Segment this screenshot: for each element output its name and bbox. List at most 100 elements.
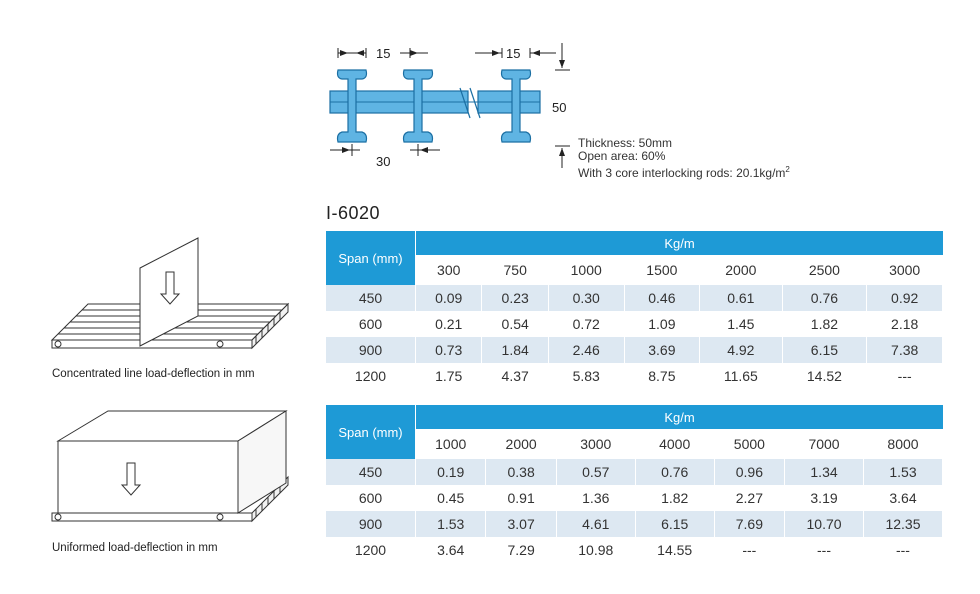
deflection-cell: 6.15 (635, 511, 715, 537)
deflection-cell: 4.37 (482, 363, 549, 389)
spec-rods: With 3 core interlocking rods: 20.1kg/m2 (578, 163, 790, 180)
deflection-cell: --- (714, 537, 786, 563)
deflection-cell: 0.72 (548, 311, 625, 337)
table-row: 600 0.45 0.91 1.36 1.82 2.27 3.19 3.64 (326, 485, 943, 511)
deflection-cell: 7.38 (867, 337, 943, 363)
deflection-cell: 12.35 (863, 511, 943, 537)
table-row: 900 0.73 1.84 2.46 3.69 4.92 6.15 7.38 (326, 337, 943, 363)
table-row: 1200 1.75 4.37 5.83 8.75 11.65 14.52 --- (326, 363, 943, 389)
load-column-header: 300 (416, 255, 483, 285)
dim-height-label: 50 (552, 100, 566, 115)
deflection-cell: 7.29 (486, 537, 557, 563)
deflection-cell: 3.64 (863, 485, 943, 511)
deflection-cell: 7.69 (714, 511, 786, 537)
deflection-cell: 14.55 (635, 537, 715, 563)
deflection-cell: 0.76 (635, 459, 715, 485)
spec-rods-sup: 2 (785, 165, 790, 174)
dim-top-left-label: 15 (376, 46, 390, 61)
deflection-cell: 0.21 (416, 311, 483, 337)
deflection-cell: 0.76 (782, 285, 868, 311)
span-header: Span (mm) (326, 231, 416, 285)
deflection-cell: 0.92 (867, 285, 943, 311)
load-column-header: 1500 (624, 255, 701, 285)
span-cell: 600 (326, 485, 416, 511)
span-header: Span (mm) (326, 405, 416, 459)
deflection-cell: 1.82 (782, 311, 868, 337)
deflection-cell: 4.61 (556, 511, 636, 537)
deflection-cell: 6.15 (782, 337, 868, 363)
deflection-cell: 1.84 (482, 337, 549, 363)
deflection-cell: 0.61 (700, 285, 783, 311)
load-column-header: 1000 (416, 429, 487, 459)
deflection-cell: 1.09 (624, 311, 701, 337)
span-cell: 600 (326, 311, 416, 337)
load-column-header: 1000 (548, 255, 625, 285)
load-column-header: 2500 (782, 255, 868, 285)
deflection-cell: 0.19 (416, 459, 487, 485)
deflection-cell: 0.23 (482, 285, 549, 311)
uniform-load-table: Span (mm) Kg/m 1000 2000 3000 4000 5000 … (326, 405, 943, 563)
deflection-cell: 1.34 (785, 459, 864, 485)
deflection-cell: 1.82 (635, 485, 715, 511)
spec-list: Thickness: 50mm Open area: 60% With 3 co… (578, 137, 790, 180)
deflection-cell: 1.45 (700, 311, 783, 337)
uniform-load-illustration (51, 410, 289, 523)
load-column-header: 5000 (714, 429, 786, 459)
span-cell: 450 (326, 285, 416, 311)
load-column-header: 2000 (700, 255, 783, 285)
dim-pitch-label: 30 (376, 154, 390, 169)
deflection-cell: 2.46 (548, 337, 625, 363)
deflection-cell: 1.53 (863, 459, 943, 485)
table-row: 450 0.19 0.38 0.57 0.76 0.96 1.34 1.53 (326, 459, 943, 485)
deflection-cell: 0.30 (548, 285, 625, 311)
line-load-illustration (50, 237, 290, 350)
deflection-cell: 0.46 (624, 285, 701, 311)
deflection-cell: 3.69 (624, 337, 701, 363)
kgm-header: Kg/m (416, 231, 943, 255)
line-load-caption: Concentrated line load-deflection in mm (52, 368, 255, 380)
table-row: 600 0.21 0.54 0.72 1.09 1.45 1.82 2.18 (326, 311, 943, 337)
grating-profile-diagram: 15 15 50 30 (329, 43, 570, 169)
deflection-cell: 8.75 (624, 363, 701, 389)
deflection-cell: 1.75 (416, 363, 483, 389)
kgm-header: Kg/m (416, 405, 943, 429)
deflection-cell: 0.45 (416, 485, 487, 511)
spec-thickness: Thickness: 50mm (578, 136, 673, 150)
load-column-header: 3000 (556, 429, 636, 459)
deflection-cell: 11.65 (700, 363, 783, 389)
deflection-cell: 0.91 (486, 485, 557, 511)
deflection-cell: --- (867, 363, 943, 389)
load-column-header: 7000 (785, 429, 864, 459)
line-load-table: Span (mm) Kg/m 300 750 1000 1500 2000 25… (326, 231, 943, 389)
span-cell: 1200 (326, 537, 416, 563)
deflection-cell: 3.64 (416, 537, 487, 563)
deflection-cell: 1.36 (556, 485, 636, 511)
spec-rods-text: With 3 core interlocking rods: 20.1kg/m (578, 166, 786, 180)
load-column-header: 750 (482, 255, 549, 285)
deflection-cell: 3.19 (785, 485, 864, 511)
deflection-cell: 0.96 (714, 459, 786, 485)
deflection-cell: 14.52 (782, 363, 868, 389)
deflection-cell: 1.53 (416, 511, 487, 537)
deflection-cell: 0.57 (556, 459, 636, 485)
deflection-cell: 2.27 (714, 485, 786, 511)
deflection-cell: 0.73 (416, 337, 483, 363)
deflection-cell: 5.83 (548, 363, 625, 389)
deflection-cell: --- (863, 537, 943, 563)
span-cell: 900 (326, 337, 416, 363)
deflection-cell: 0.38 (486, 459, 557, 485)
dim-top-right-label: 15 (506, 46, 520, 61)
span-cell: 900 (326, 511, 416, 537)
span-cell: 1200 (326, 363, 416, 389)
load-column-header: 8000 (863, 429, 943, 459)
deflection-cell: --- (785, 537, 864, 563)
deflection-cell: 10.98 (556, 537, 636, 563)
deflection-cell: 10.70 (785, 511, 864, 537)
deflection-cell: 0.09 (416, 285, 483, 311)
deflection-cell: 2.18 (867, 311, 943, 337)
load-column-header: 4000 (635, 429, 715, 459)
load-column-header: 2000 (486, 429, 557, 459)
load-column-header: 3000 (867, 255, 943, 285)
deflection-cell: 0.54 (482, 311, 549, 337)
span-cell: 450 (326, 459, 416, 485)
